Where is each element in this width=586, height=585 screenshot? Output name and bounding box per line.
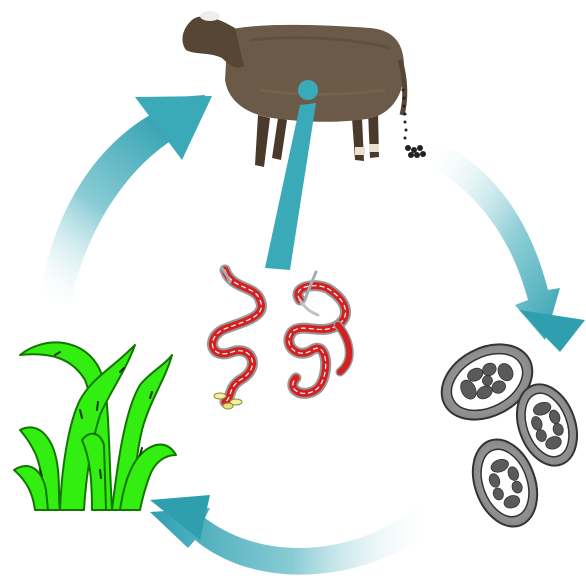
arrow-sheep-to-eggs [430, 140, 585, 352]
arrow-grass-to-sheep [40, 95, 212, 305]
adult-worms [212, 268, 349, 402]
grass-illustration [14, 342, 176, 510]
feces-pellets [402, 89, 427, 159]
arrow-eggs-to-grass [150, 495, 435, 575]
